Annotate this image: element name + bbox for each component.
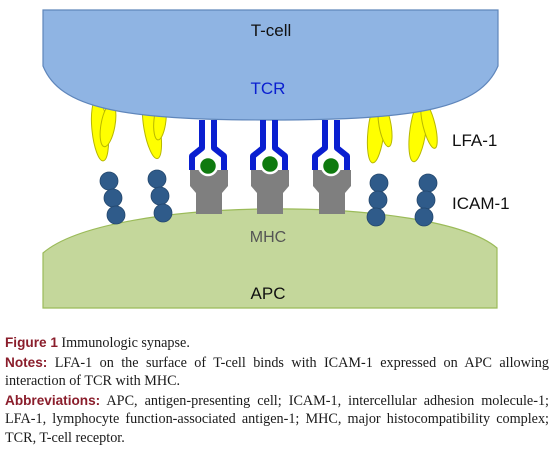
notes-text: LFA-1 on the surface of T-cell binds wit…: [5, 354, 549, 390]
figure-title: Immunologic synapse.: [57, 335, 190, 351]
icam1-bead: [153, 203, 173, 223]
tcr-group: [189, 120, 350, 170]
peptide-antigen: [320, 155, 342, 177]
peptide-group: [197, 153, 342, 177]
tcr-receptor: [272, 120, 288, 170]
icam1-bead: [99, 171, 119, 191]
icam1-bead: [418, 173, 438, 193]
tcr-receptor: [189, 120, 205, 170]
icam1-bead: [368, 190, 388, 210]
icam1-bead: [103, 188, 123, 208]
icam1-label: ICAM-1: [452, 194, 510, 213]
abbreviations-label: Abbreviations:: [5, 392, 101, 408]
tcr-receptor: [334, 120, 350, 170]
lfa1-label: LFA-1: [452, 131, 497, 150]
icam1-bead: [150, 186, 170, 206]
mhc-label: MHC: [250, 229, 286, 246]
mhc-molecule: [313, 170, 351, 214]
apc-cell: [42, 208, 498, 309]
notes-label: Notes:: [5, 354, 48, 370]
apc-label: APC: [251, 284, 286, 303]
mhc-molecule: [190, 170, 228, 214]
tcell-label: T-cell: [251, 21, 292, 40]
mhc-molecule: [251, 170, 289, 214]
icam1-bead: [416, 190, 436, 210]
caption-abbreviations: Abbreviations: APC, antigen-presenting c…: [5, 392, 549, 448]
synapse-figure: T-cell TCR LFA-1 ICAM-1 MHC APC: [42, 9, 510, 309]
figure-number: Figure 1: [5, 335, 58, 350]
tcr-label: TCR: [251, 79, 286, 98]
caption-title-line: Figure 1 Immunologic synapse.: [5, 334, 549, 353]
caption-notes: Notes: LFA-1 on the surface of T-cell bi…: [5, 354, 549, 391]
tcr-receptor: [211, 120, 227, 170]
tcr-receptor: [312, 120, 328, 170]
tcr-receptor: [250, 120, 266, 170]
abbreviations-text: APC, antigen-presenting cell; ICAM-1, in…: [5, 392, 549, 446]
t-cell: [42, 9, 499, 121]
figure-caption: Figure 1 Immunologic synapse. Notes: LFA…: [5, 334, 549, 448]
peptide-antigen: [259, 153, 281, 175]
icam1-group: [99, 169, 438, 227]
icam1-bead: [106, 205, 126, 225]
mhc-group: [190, 170, 351, 214]
icam1-bead: [414, 207, 434, 227]
icam1-bead: [369, 173, 389, 193]
peptide-antigen: [197, 155, 219, 177]
icam1-bead: [366, 207, 386, 227]
icam1-bead: [147, 169, 167, 189]
